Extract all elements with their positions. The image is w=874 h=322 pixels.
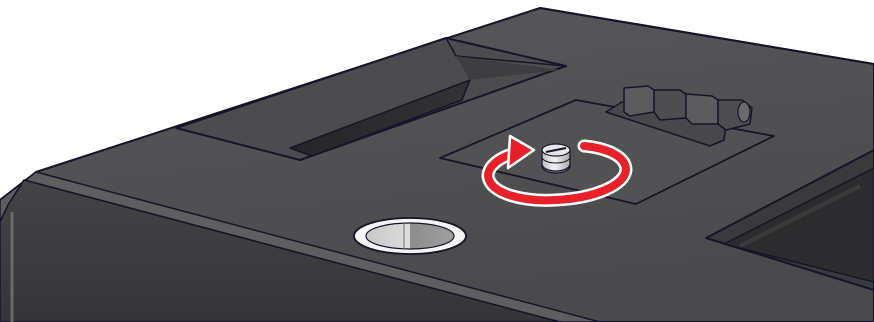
hinge-knuckle-1: [624, 86, 654, 116]
hinge-pin-end: [738, 102, 750, 122]
hinge-knuckle-2: [654, 90, 686, 120]
round-button: [354, 218, 466, 254]
lid-screw: [542, 144, 570, 173]
hinge-knuckle-3: [686, 94, 718, 124]
round-button-face: [366, 223, 454, 249]
